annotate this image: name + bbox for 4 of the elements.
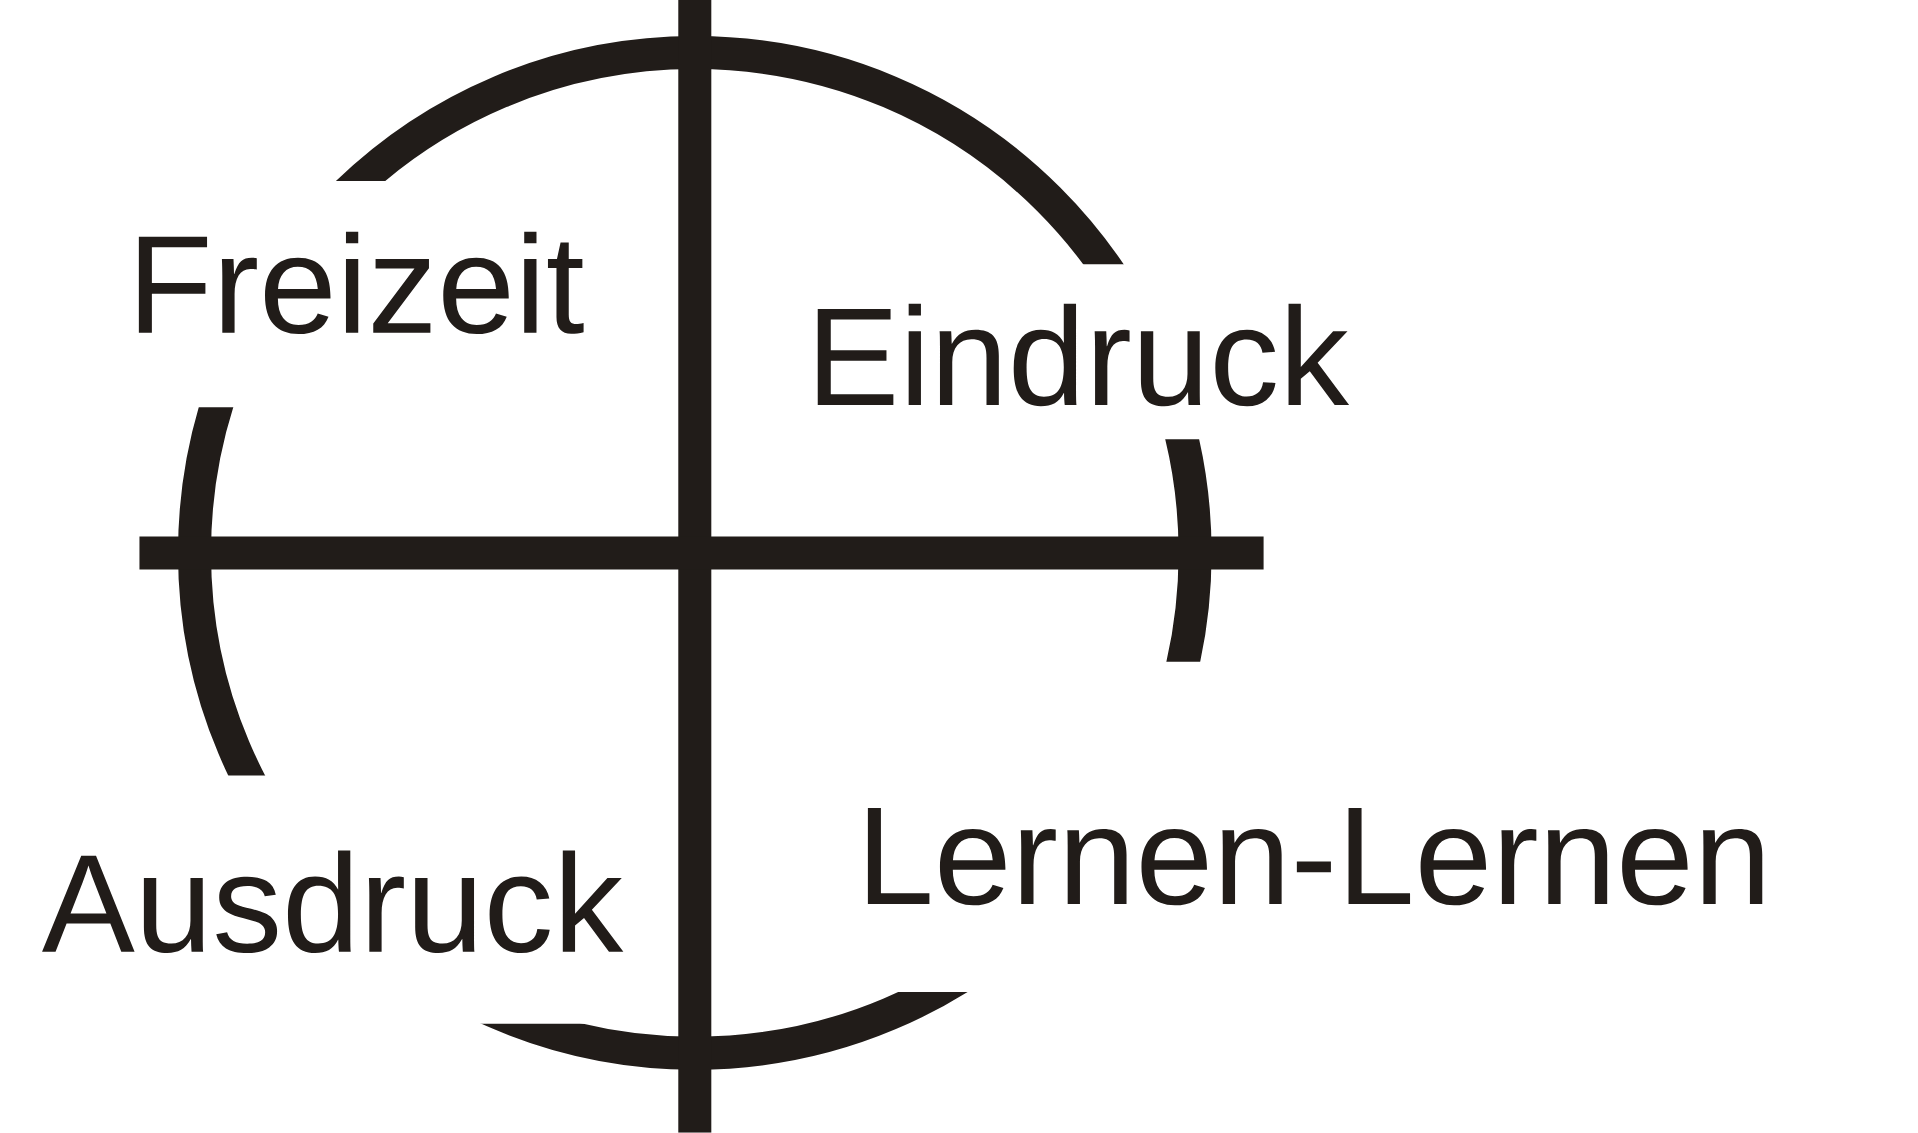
quadrant-label: Lernen-Lernen — [867, 808, 1763, 906]
quadrant-label: Freizeit — [138, 231, 584, 335]
quadrant-label: Eindruck — [817, 303, 1350, 407]
quadrant-label: Ausdruck — [42, 850, 624, 954]
